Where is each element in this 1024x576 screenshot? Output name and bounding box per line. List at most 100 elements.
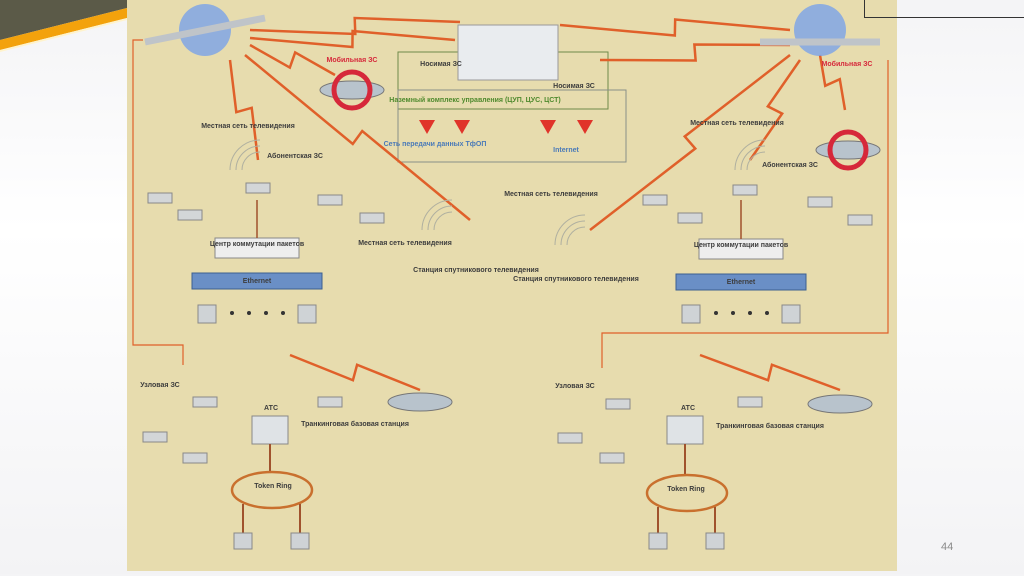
- radio-link: [818, 54, 847, 111]
- label-token-ring-right: Token Ring: [667, 486, 705, 493]
- label-subscriber-es-left: Абонентская ЗС: [267, 152, 323, 160]
- radio-link: [244, 54, 471, 221]
- computer-icon: [648, 532, 668, 550]
- ellipsis-dot: [281, 311, 285, 315]
- computer-icon: [297, 304, 317, 324]
- device-icon: [245, 182, 271, 194]
- label-portable-es-2: Носимая ЗС: [553, 83, 595, 90]
- building-icon: [457, 24, 559, 81]
- device-icon: [605, 398, 631, 410]
- computer-icon: [681, 304, 701, 324]
- computer-icon: [781, 304, 801, 324]
- device-icon: [142, 431, 168, 443]
- label-internet: Internet: [553, 147, 579, 154]
- label-local-tv-mid-left: Местная сеть телевидения: [358, 240, 452, 247]
- tv-broadcast-icon: [229, 139, 261, 171]
- ethernet-bus: [191, 272, 323, 290]
- device-icon: [182, 452, 208, 464]
- computer-icon: [197, 304, 217, 324]
- ethernet-bus: [675, 273, 807, 291]
- label-ethernet-left: Ethernet: [243, 278, 272, 285]
- computer-icon: [705, 532, 725, 550]
- label-sat-tv-station-left: Станция спутникового телевидения: [413, 267, 539, 274]
- radio-link: [249, 29, 456, 49]
- label-packet-center-right: Центр коммутации пакетов: [694, 242, 789, 249]
- radio-link: [699, 353, 841, 392]
- car-icon: [387, 392, 453, 412]
- token-ring: [230, 470, 314, 510]
- mobile-es-ring: [331, 69, 373, 111]
- label-trunk-station-right: Транкинговая базовая станция: [716, 422, 824, 430]
- device-icon: [642, 194, 668, 206]
- ellipsis-dot: [765, 311, 769, 315]
- token-ring: [645, 473, 729, 513]
- ellipsis-dot: [247, 311, 251, 315]
- arrow-down-icon: [454, 120, 470, 134]
- radio-link: [249, 16, 461, 36]
- uplink-line-left: [132, 39, 184, 365]
- uplink-line-right: [601, 60, 889, 368]
- label-subscriber-es-right: Абонентская ЗС: [762, 161, 818, 169]
- page-number: 44: [941, 541, 954, 553]
- label-ground-control: Наземный комплекс управления (ЦУП, ЦУС, …: [389, 96, 560, 104]
- radio-link: [748, 59, 802, 161]
- device-icon: [147, 192, 173, 204]
- pbx-icon: [251, 415, 289, 445]
- label-local-tv-left: Местная сеть телевидения: [201, 123, 295, 130]
- label-mobile-es-right: Мобильная ЗС: [822, 60, 873, 68]
- radio-link: [228, 59, 260, 161]
- device-icon: [847, 214, 873, 226]
- radio-link: [559, 18, 791, 37]
- label-sat-tv-station-right: Станция спутникового телевидения: [513, 276, 639, 283]
- device-icon: [192, 396, 218, 408]
- ellipsis-dot: [230, 311, 234, 315]
- label-local-tv-mid-right: Местная сеть телевидения: [504, 191, 598, 198]
- arrow-down-icon: [577, 120, 593, 134]
- label-mobile-es-left: Мобильная ЗС: [327, 56, 378, 64]
- car-icon: [807, 394, 873, 414]
- label-portable-es-1: Носимая ЗС: [420, 61, 462, 68]
- device-icon: [737, 396, 763, 408]
- network-diagram: Мобильная ЗС Носимая ЗС Носимая ЗС Наземный…: [127, 0, 897, 571]
- device-icon: [317, 396, 343, 408]
- device-icon: [177, 209, 203, 221]
- computer-icon: [290, 532, 310, 550]
- device-icon: [677, 212, 703, 224]
- ellipsis-dot: [264, 311, 268, 315]
- radio-link: [589, 54, 791, 231]
- radio-link: [599, 43, 791, 62]
- service-box: [397, 89, 627, 163]
- label-pbx-right: АТС: [681, 405, 695, 412]
- frame-decoration: [864, 0, 1024, 18]
- device-icon: [359, 212, 385, 224]
- device-icon: [599, 452, 625, 464]
- computer-icon: [233, 532, 253, 550]
- satellite-icon: [144, 14, 266, 46]
- label-node-es-right: Узловая ЗС: [555, 383, 594, 390]
- arrow-down-icon: [540, 120, 556, 134]
- label-token-ring-left: Token Ring: [254, 483, 292, 490]
- radio-link: [249, 43, 336, 77]
- car-icon: [319, 80, 385, 100]
- label-data-network: Сеть передачи данных ТфОП: [384, 141, 487, 148]
- tv-broadcast-icon: [734, 139, 766, 171]
- pbx-icon: [666, 415, 704, 445]
- ellipsis-dot: [748, 311, 752, 315]
- label-node-es-left: Узловая ЗС: [140, 382, 179, 389]
- car-icon: [815, 140, 881, 160]
- device-icon: [557, 432, 583, 444]
- label-trunk-station-left: Транкинговая базовая станция: [301, 420, 409, 428]
- label-pbx-left: АТС: [264, 405, 278, 412]
- radio-link: [289, 353, 421, 392]
- mobile-es-ring: [827, 129, 869, 171]
- device-icon: [732, 184, 758, 196]
- arrow-down-icon: [419, 120, 435, 134]
- label-local-tv-right: Местная сеть телевидения: [690, 120, 784, 127]
- label-ethernet-right: Ethernet: [727, 279, 756, 286]
- tv-broadcast-icon: [554, 214, 586, 246]
- ellipsis-dot: [714, 311, 718, 315]
- satellite-glow: [794, 4, 846, 56]
- tv-broadcast-icon: [421, 199, 453, 231]
- device-icon: [317, 194, 343, 206]
- device-icon: [807, 196, 833, 208]
